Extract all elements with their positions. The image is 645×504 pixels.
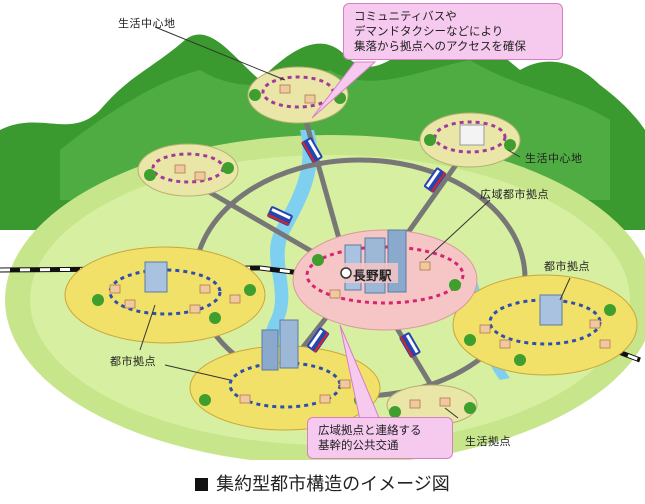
- bus: [301, 137, 323, 163]
- label-station: 長野駅: [353, 268, 393, 283]
- station-marker: [338, 263, 398, 283]
- leader-lines: [139, 26, 571, 419]
- callout-trunk-transport-line-2: 基幹的公共交通: [318, 438, 399, 452]
- bus: [306, 327, 330, 353]
- label-regional-hub: 広域都市拠点: [480, 188, 549, 201]
- callout-bus-access-line-2: デマンドタクシーなどにより: [354, 24, 504, 38]
- callout-trunk-transport: 広域拠点と連絡する 基幹的公共交通: [307, 417, 453, 459]
- diagram-scene: [0, 26, 645, 460]
- bus: [267, 206, 293, 226]
- buses: [267, 137, 447, 358]
- label-urban-hub-left: 都市拠点: [110, 355, 156, 368]
- callout-bus-access: コミュニティバスや デマンドタクシーなどにより 集落から拠点へのアクセスを確保: [343, 3, 563, 60]
- bus: [423, 167, 447, 193]
- callout-bus-access-line-1: コミュニティバスや: [354, 9, 457, 23]
- callout-top-pointer: [311, 61, 377, 119]
- label-life-center-top: 生活中心地: [118, 17, 176, 30]
- caption-square-icon: [195, 478, 209, 491]
- callout-trunk-transport-line-1: 広域拠点と連絡する: [318, 423, 422, 437]
- figure-caption: 集約型都市構造のイメージ図: [0, 470, 645, 496]
- callout-bus-access-line-3: 集落から拠点へのアクセスを確保: [354, 39, 526, 53]
- label-life-hub: 生活拠点: [465, 435, 511, 448]
- houses: [109, 84, 611, 409]
- trees: [92, 89, 616, 418]
- label-life-center-right: 生活中心地: [525, 152, 583, 165]
- label-urban-hub-right: 都市拠点: [544, 260, 590, 273]
- figure-caption-text: 集約型都市構造のイメージ図: [216, 474, 450, 495]
- bus: [399, 332, 421, 358]
